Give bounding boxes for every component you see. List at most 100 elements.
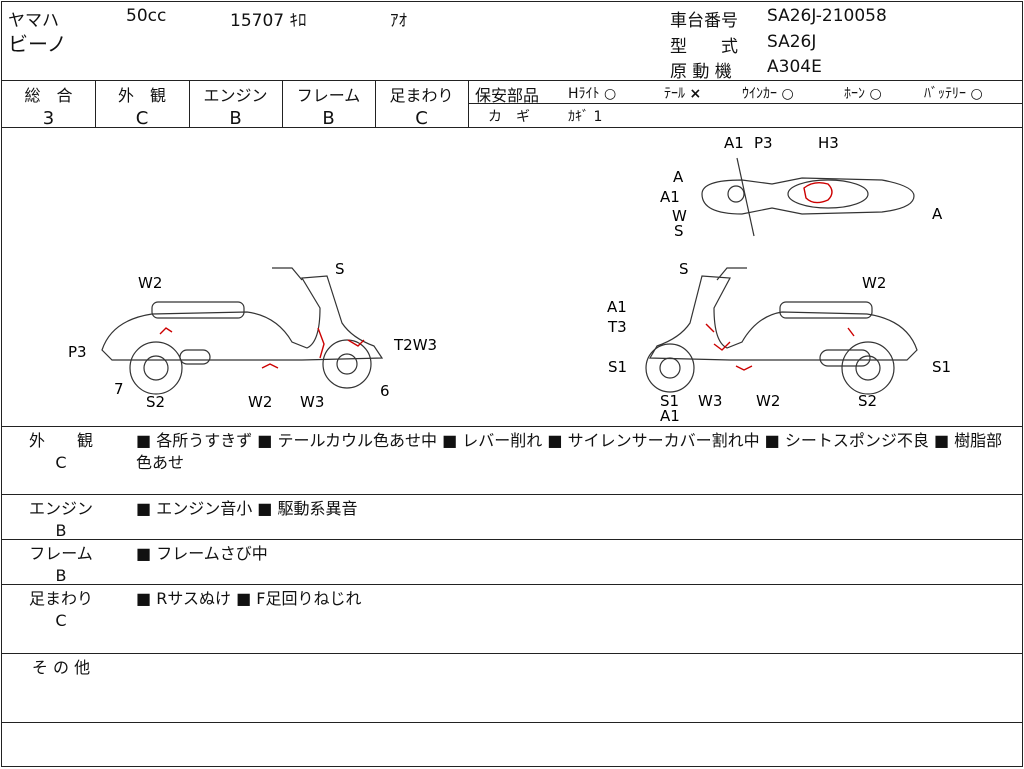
label-s1: S1 xyxy=(932,358,951,376)
label-w2: W2 xyxy=(248,393,272,411)
label-p3: P3 xyxy=(754,134,773,152)
damage-marks xyxy=(159,181,855,371)
grade-exterior-value: C xyxy=(135,108,149,129)
grade-overall-label: 総 合 xyxy=(24,86,73,105)
label-w2: W2 xyxy=(756,392,780,410)
safety-item-name: ﾊﾞｯﾃﾘｰ xyxy=(924,86,966,102)
label-s: S xyxy=(335,260,345,278)
safety-item-winker: ｳｲﾝｶｰ ○ xyxy=(742,83,794,103)
section-other-label: そ の 他 xyxy=(2,657,120,679)
section-frame-text: ■ フレームさび中 xyxy=(136,544,268,563)
displacement: 50cc xyxy=(126,6,167,26)
color: ｱｵ xyxy=(390,11,407,31)
section-engine-text: ■ エンジン音小 ■ 駆動系異音 xyxy=(136,499,358,518)
mileage: 15707 ｷﾛ xyxy=(230,11,307,31)
safety-item-mark: ○ xyxy=(970,86,983,102)
section-label-b: B xyxy=(55,566,67,585)
safety-item-name: ﾎｰﾝ xyxy=(844,86,865,102)
grade-suspension-value: C xyxy=(415,108,428,129)
divider xyxy=(95,80,96,127)
divider xyxy=(282,80,283,127)
label-w2: W2 xyxy=(862,274,886,292)
section-label-a: 外 観 xyxy=(28,431,93,450)
divider xyxy=(2,653,1022,654)
grade-frame-value: B xyxy=(322,108,335,129)
grade-overall-value: 3 xyxy=(42,108,55,129)
divider xyxy=(375,80,376,127)
section-exterior-text: ■ 各所うすきず ■ テールカウル色あせ中 ■ レバー削れ ■ サイレンサーカバ… xyxy=(136,431,1003,472)
label-a1: A1 xyxy=(607,298,627,316)
divider xyxy=(2,539,1022,540)
divider xyxy=(189,80,190,127)
key-label: カ ギ xyxy=(488,109,530,125)
safety-item-mark: ○ xyxy=(781,86,794,102)
divider xyxy=(2,722,1022,723)
divider xyxy=(468,103,1022,104)
safety-item-mark: ○ xyxy=(869,86,882,102)
section-label-a: 足まわり xyxy=(28,589,93,608)
label-w2: W2 xyxy=(138,274,162,292)
section-suspension-text: ■ Rサスぬけ ■ F足回りねじれ xyxy=(136,589,362,608)
section-label-a: エンジン xyxy=(28,499,93,518)
frame-no: SA26J-210058 xyxy=(767,6,887,26)
safety-item-battery: ﾊﾞｯﾃﾘｰ ○ xyxy=(924,83,983,103)
safety-item-headlight: Hﾗｲﾄ ○ xyxy=(568,83,616,103)
label-t3: T3 xyxy=(607,318,627,336)
section-label-a: フレーム xyxy=(29,544,93,563)
scooter-right-view xyxy=(645,267,918,395)
scooter-diagram: A1 P3 H3 A A1 W S A S W2 P3 T2W3 7 S2 W2… xyxy=(68,134,951,425)
divider xyxy=(2,127,1022,128)
label-h3: H3 xyxy=(818,134,839,152)
safety-item-mark: ○ xyxy=(603,86,617,102)
grade-exterior-label: 外 観 xyxy=(117,86,166,105)
grade-exterior: 外 観 C xyxy=(95,82,189,129)
label-a: A xyxy=(673,168,684,186)
grade-engine: エンジン B xyxy=(189,82,282,129)
label-s1: S1 xyxy=(660,392,679,410)
grade-frame-label: フレーム xyxy=(296,86,361,105)
section-suspension-label: 足まわり C xyxy=(2,588,120,632)
label-t2w3: T2W3 xyxy=(393,336,437,354)
grade-suspension-label: 足まわり xyxy=(389,86,454,105)
section-label-b: C xyxy=(55,611,67,630)
safety-label: 保安部品 xyxy=(475,86,540,105)
safety-item-name: Hﾗｲﾄ xyxy=(568,86,600,102)
label-a: A xyxy=(932,205,943,223)
label-s2: S2 xyxy=(858,392,877,410)
safety-item-horn: ﾎｰﾝ ○ xyxy=(844,83,882,103)
divider xyxy=(468,80,469,127)
safety-item-name: ﾃｰﾙ xyxy=(664,86,685,102)
section-label-b: C xyxy=(55,453,67,472)
label-a1: A1 xyxy=(660,188,680,206)
label-w3: W3 xyxy=(698,392,722,410)
safety-item-mark: × xyxy=(689,86,702,102)
type-label: 型 式 xyxy=(670,37,738,57)
label-a1: A1 xyxy=(724,134,744,152)
key-value: ｶｷﾞ 1 xyxy=(568,109,603,125)
label-s: S xyxy=(674,222,684,240)
divider xyxy=(2,426,1022,427)
label-p3: P3 xyxy=(68,343,87,361)
section-exterior-label: 外 観 C xyxy=(2,430,120,474)
safety-item-tail: ﾃｰﾙ × xyxy=(664,83,701,103)
scooter-left-view xyxy=(101,267,384,395)
grade-suspension: 足まわり C xyxy=(375,82,468,129)
label-w3: W3 xyxy=(300,393,324,411)
divider xyxy=(2,584,1022,585)
model-name: ビーノ xyxy=(8,32,67,56)
label-s2: S2 xyxy=(146,393,165,411)
label-7: 7 xyxy=(114,380,124,398)
label-a1: A1 xyxy=(660,407,680,425)
label-6: 6 xyxy=(380,382,390,400)
grade-engine-value: B xyxy=(229,108,242,129)
label-s1: S1 xyxy=(608,358,627,376)
grade-frame: フレーム B xyxy=(282,82,375,129)
grade-engine-label: エンジン xyxy=(203,86,268,105)
section-frame-label: フレーム B xyxy=(2,543,120,587)
grade-overall: 総 合 3 xyxy=(2,82,95,129)
section-label-a: そ の 他 xyxy=(31,658,91,677)
frame-no-label: 車台番号 xyxy=(670,11,738,31)
type-value: SA26J xyxy=(767,32,817,52)
